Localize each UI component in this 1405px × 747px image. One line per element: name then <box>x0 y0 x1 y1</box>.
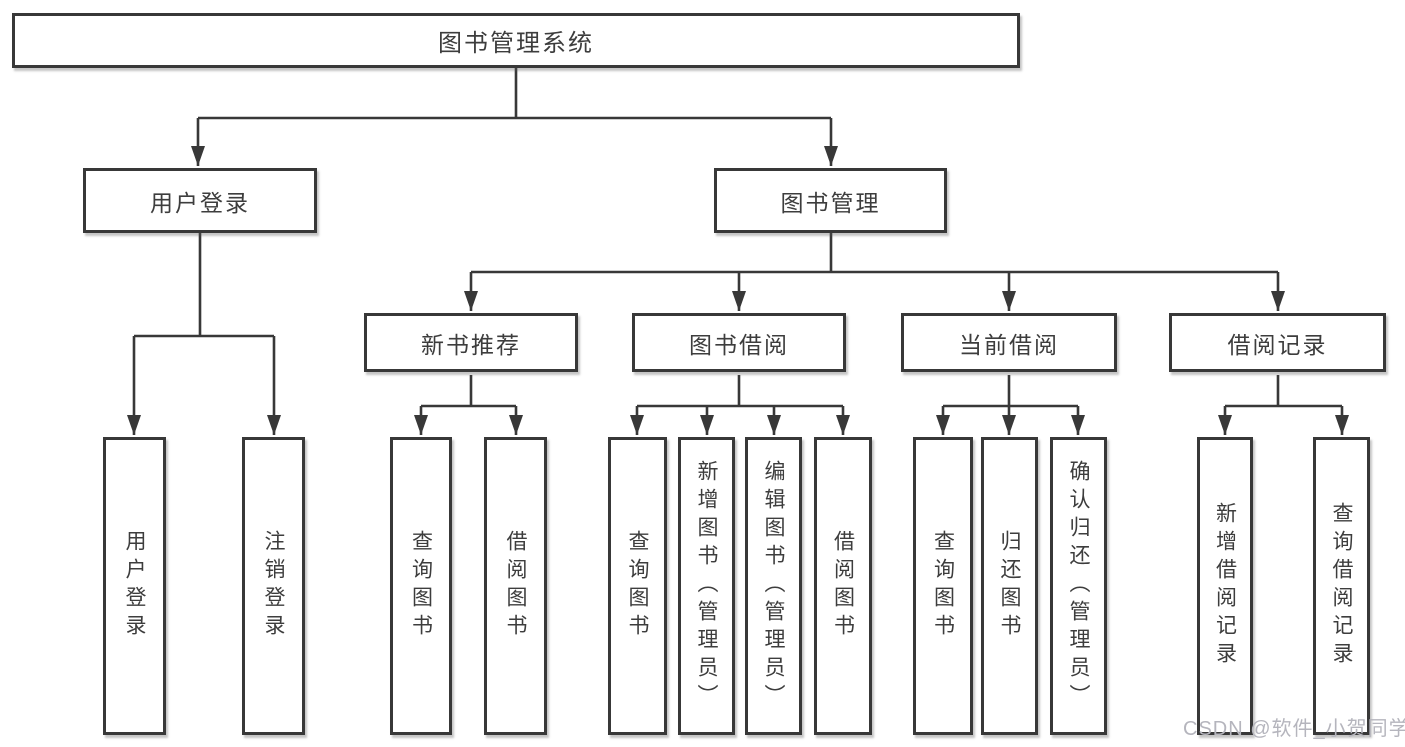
node-book-borrow: 图书借阅 <box>632 313 846 372</box>
node-label: 查询图书 <box>409 530 433 642</box>
leaf-add-borrow-record: 新增借阅记录 <box>1197 437 1253 735</box>
node-current-borrow: 当前借阅 <box>901 313 1117 372</box>
leaf-confirm-return-admin: 确认归还（管理员） <box>1050 437 1107 735</box>
node-label: 新书推荐 <box>421 331 521 358</box>
leaf-query-book-borrow: 查询图书 <box>608 437 667 735</box>
node-user-login: 用户登录 <box>83 168 317 233</box>
connector-book-borrow-children <box>630 375 850 435</box>
leaf-return-book: 归还图书 <box>981 437 1038 735</box>
leaf-logout: 注销登录 <box>242 437 305 735</box>
node-label: 新增借阅记录 <box>1213 502 1237 670</box>
connector-new-book-children <box>414 375 523 435</box>
leaf-query-book-recommend: 查询图书 <box>390 437 452 735</box>
node-label: 查询借阅记录 <box>1330 502 1353 670</box>
connector-current-borrow-children <box>936 375 1085 435</box>
node-book-management: 图书管理 <box>714 168 947 233</box>
node-label: 当前借阅 <box>959 331 1059 358</box>
node-borrow-record: 借阅记录 <box>1169 313 1386 372</box>
node-label: 查询图书 <box>931 530 955 642</box>
node-label: 借阅图书 <box>831 530 855 642</box>
leaf-user-login: 用户登录 <box>103 437 166 735</box>
leaf-borrow-book: 借阅图书 <box>814 437 872 735</box>
leaf-borrow-book-recommend: 借阅图书 <box>484 437 547 735</box>
node-label: 归还图书 <box>998 530 1021 642</box>
node-label: 注销登录 <box>262 530 285 642</box>
node-label: 编辑图书（管理员） <box>762 460 785 712</box>
csdn-watermark: CSDN @软件_小贺同学 <box>1183 718 1405 740</box>
connector-book-mgmt-children <box>464 233 1285 311</box>
node-new-book-recommend: 新书推荐 <box>364 313 578 372</box>
node-label: 借阅图书 <box>504 530 527 642</box>
node-label: 新增图书（管理员） <box>695 460 718 712</box>
connector-root-to-level2 <box>191 68 838 166</box>
leaf-add-book-admin: 新增图书（管理员） <box>678 437 735 735</box>
node-label: 图书管理系统 <box>438 30 594 57</box>
node-library-management-system: 图书管理系统 <box>12 13 1020 68</box>
connector-user-login-children <box>127 233 281 435</box>
node-label: 借阅记录 <box>1227 331 1328 358</box>
node-label: 图书借阅 <box>689 331 789 358</box>
leaf-query-borrow-record: 查询借阅记录 <box>1313 437 1370 735</box>
node-label: 查询图书 <box>626 530 649 642</box>
node-label: 图书管理 <box>780 189 881 216</box>
node-label: 用户登录 <box>150 189 250 216</box>
leaf-query-book-current: 查询图书 <box>913 437 973 735</box>
node-label: 用户登录 <box>123 530 146 642</box>
node-label: 确认归还（管理员） <box>1067 460 1090 712</box>
connector-borrow-record-children <box>1218 375 1349 435</box>
leaf-edit-book-admin: 编辑图书（管理员） <box>745 437 802 735</box>
